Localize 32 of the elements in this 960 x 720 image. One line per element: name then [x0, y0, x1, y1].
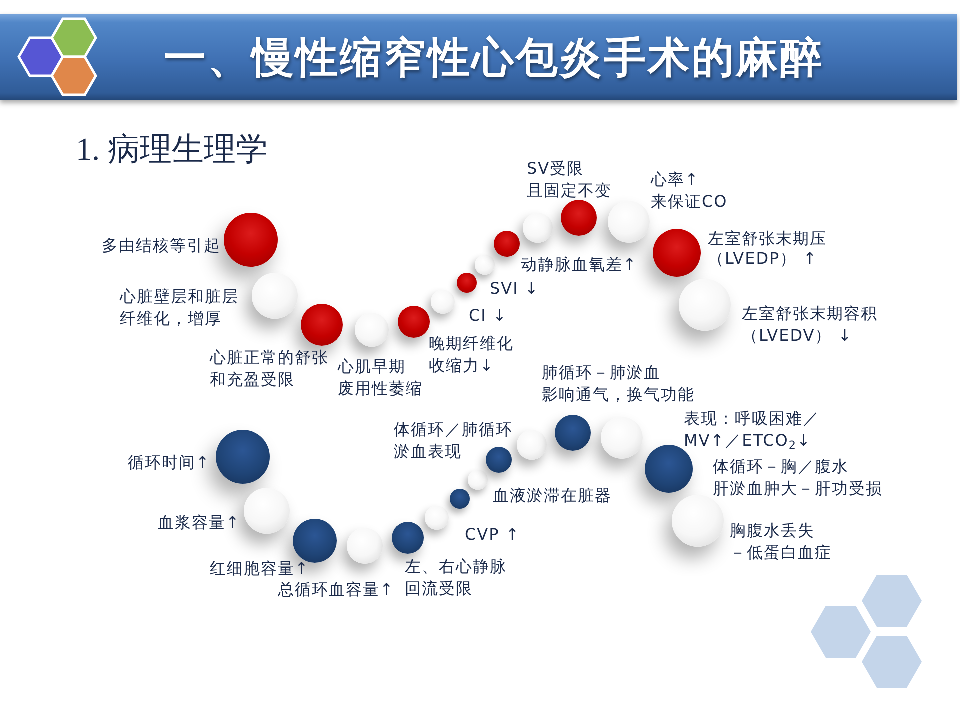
circle-label: 红细胞容量↑ [210, 558, 310, 580]
note-text: 表现：呼吸困难／MV↑／ETCO$_{2}$↓ [684, 408, 820, 452]
circle-label: 心脏壁层和脏层纤维化，增厚 [120, 286, 239, 330]
circle-label: 心肌早期废用性萎缩 [338, 356, 423, 400]
circle-label: 肺循环－肺淤血影响通气，换气功能 [542, 362, 695, 406]
circle-label: CVP ↑ [465, 524, 520, 546]
circle-label: 左室舒张末期压（LVEDP） ↑ [708, 229, 827, 269]
circle-label: 循环时间↑ [128, 452, 210, 474]
circle-label: 晚期纤维化收缩力↓ [429, 333, 514, 377]
circle-label: CI ↓ [469, 305, 508, 327]
circle-label: SVI ↓ [490, 278, 540, 300]
circle [645, 445, 693, 493]
circle-label: 多由结核等引起 [102, 235, 221, 257]
circle-label: 血浆容量↑ [158, 512, 240, 534]
circle [601, 417, 643, 459]
circle-label: 心脏正常的舒张和充盈受限 [210, 347, 329, 391]
section-heading: 1. 病理生理学 [76, 131, 268, 167]
circle [450, 489, 470, 509]
circle-label: 体循环／肺循环淤血表现 [394, 419, 513, 463]
note-text: 体循环－胸／腹水肝淤血肿大－肝功受损 [713, 456, 883, 500]
circle-label: 总循环血容量↑ [278, 579, 394, 601]
circle [523, 213, 553, 243]
circle-label: SV受限且固定不变 [527, 158, 612, 202]
circle-label: 左室舒张末期容积（LVEDV） ↓ [742, 303, 878, 347]
title: 一、慢性缩窄性心包炎手术的麻醉 [164, 34, 824, 82]
circle [468, 470, 488, 490]
circle [475, 255, 495, 275]
circle-label: 动静脉血氧差↑ [521, 254, 638, 276]
circle-label: 心率↑来保证CO [651, 169, 728, 213]
circle-label: 血液淤滞在脏器 [493, 485, 612, 507]
circle-label: 左、右心静脉回流受限 [405, 556, 507, 600]
circle-label: 胸腹水丢失－低蛋白血症 [730, 520, 832, 564]
